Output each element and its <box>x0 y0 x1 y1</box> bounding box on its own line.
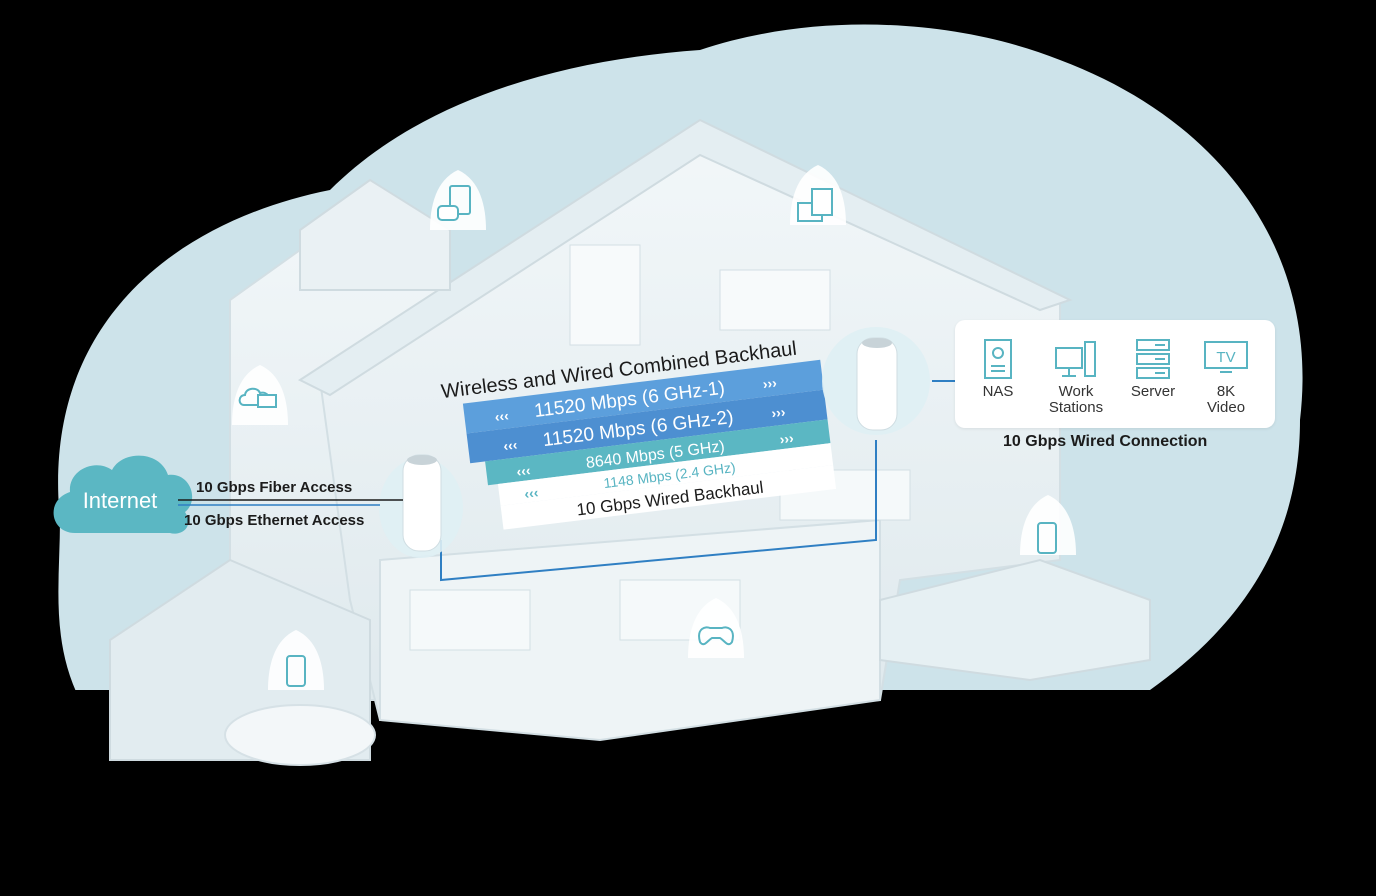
workstation-icon <box>1053 338 1099 380</box>
arrows-left-2: ‹‹‹ <box>502 436 518 454</box>
tv-icon: TV <box>1202 338 1250 380</box>
arrows-left-1: ‹‹‹ <box>494 407 510 425</box>
arrows-left-3: ‹‹‹ <box>516 462 532 480</box>
device-8k-video: TV 8K Video <box>1191 338 1261 416</box>
device-label-8k-video: 8K Video <box>1191 384 1261 416</box>
window-upper <box>570 245 640 345</box>
device-server: Server <box>1118 338 1188 400</box>
wired-devices-panel: NAS Work Stations Server <box>955 320 1275 428</box>
device-work-stations: Work Stations <box>1041 338 1111 416</box>
arrows-right-1: ››› <box>762 374 778 392</box>
car <box>225 705 375 765</box>
device-nas: NAS <box>963 338 1033 400</box>
arrows-left-4: ‹‹‹ <box>523 484 539 502</box>
mesh-router-right <box>822 327 930 435</box>
nas-icon <box>980 338 1016 380</box>
server-icon <box>1133 338 1173 380</box>
ethernet-access-label: 10 Gbps Ethernet Access <box>184 512 364 529</box>
window-right <box>720 270 830 330</box>
arrows-right-3: ››› <box>779 430 795 448</box>
arrows-right-2: ››› <box>770 403 786 421</box>
fiber-access-label: 10 Gbps Fiber Access <box>196 479 352 496</box>
device-label-server: Server <box>1118 384 1188 400</box>
internet-label: Internet <box>60 488 180 514</box>
kitchen <box>410 590 530 650</box>
wired-connection-label: 10 Gbps Wired Connection <box>1003 433 1207 451</box>
device-label-work-stations: Work Stations <box>1041 384 1111 416</box>
tv-icon-text: TV <box>1216 349 1235 366</box>
device-label-nas: NAS <box>963 384 1033 400</box>
